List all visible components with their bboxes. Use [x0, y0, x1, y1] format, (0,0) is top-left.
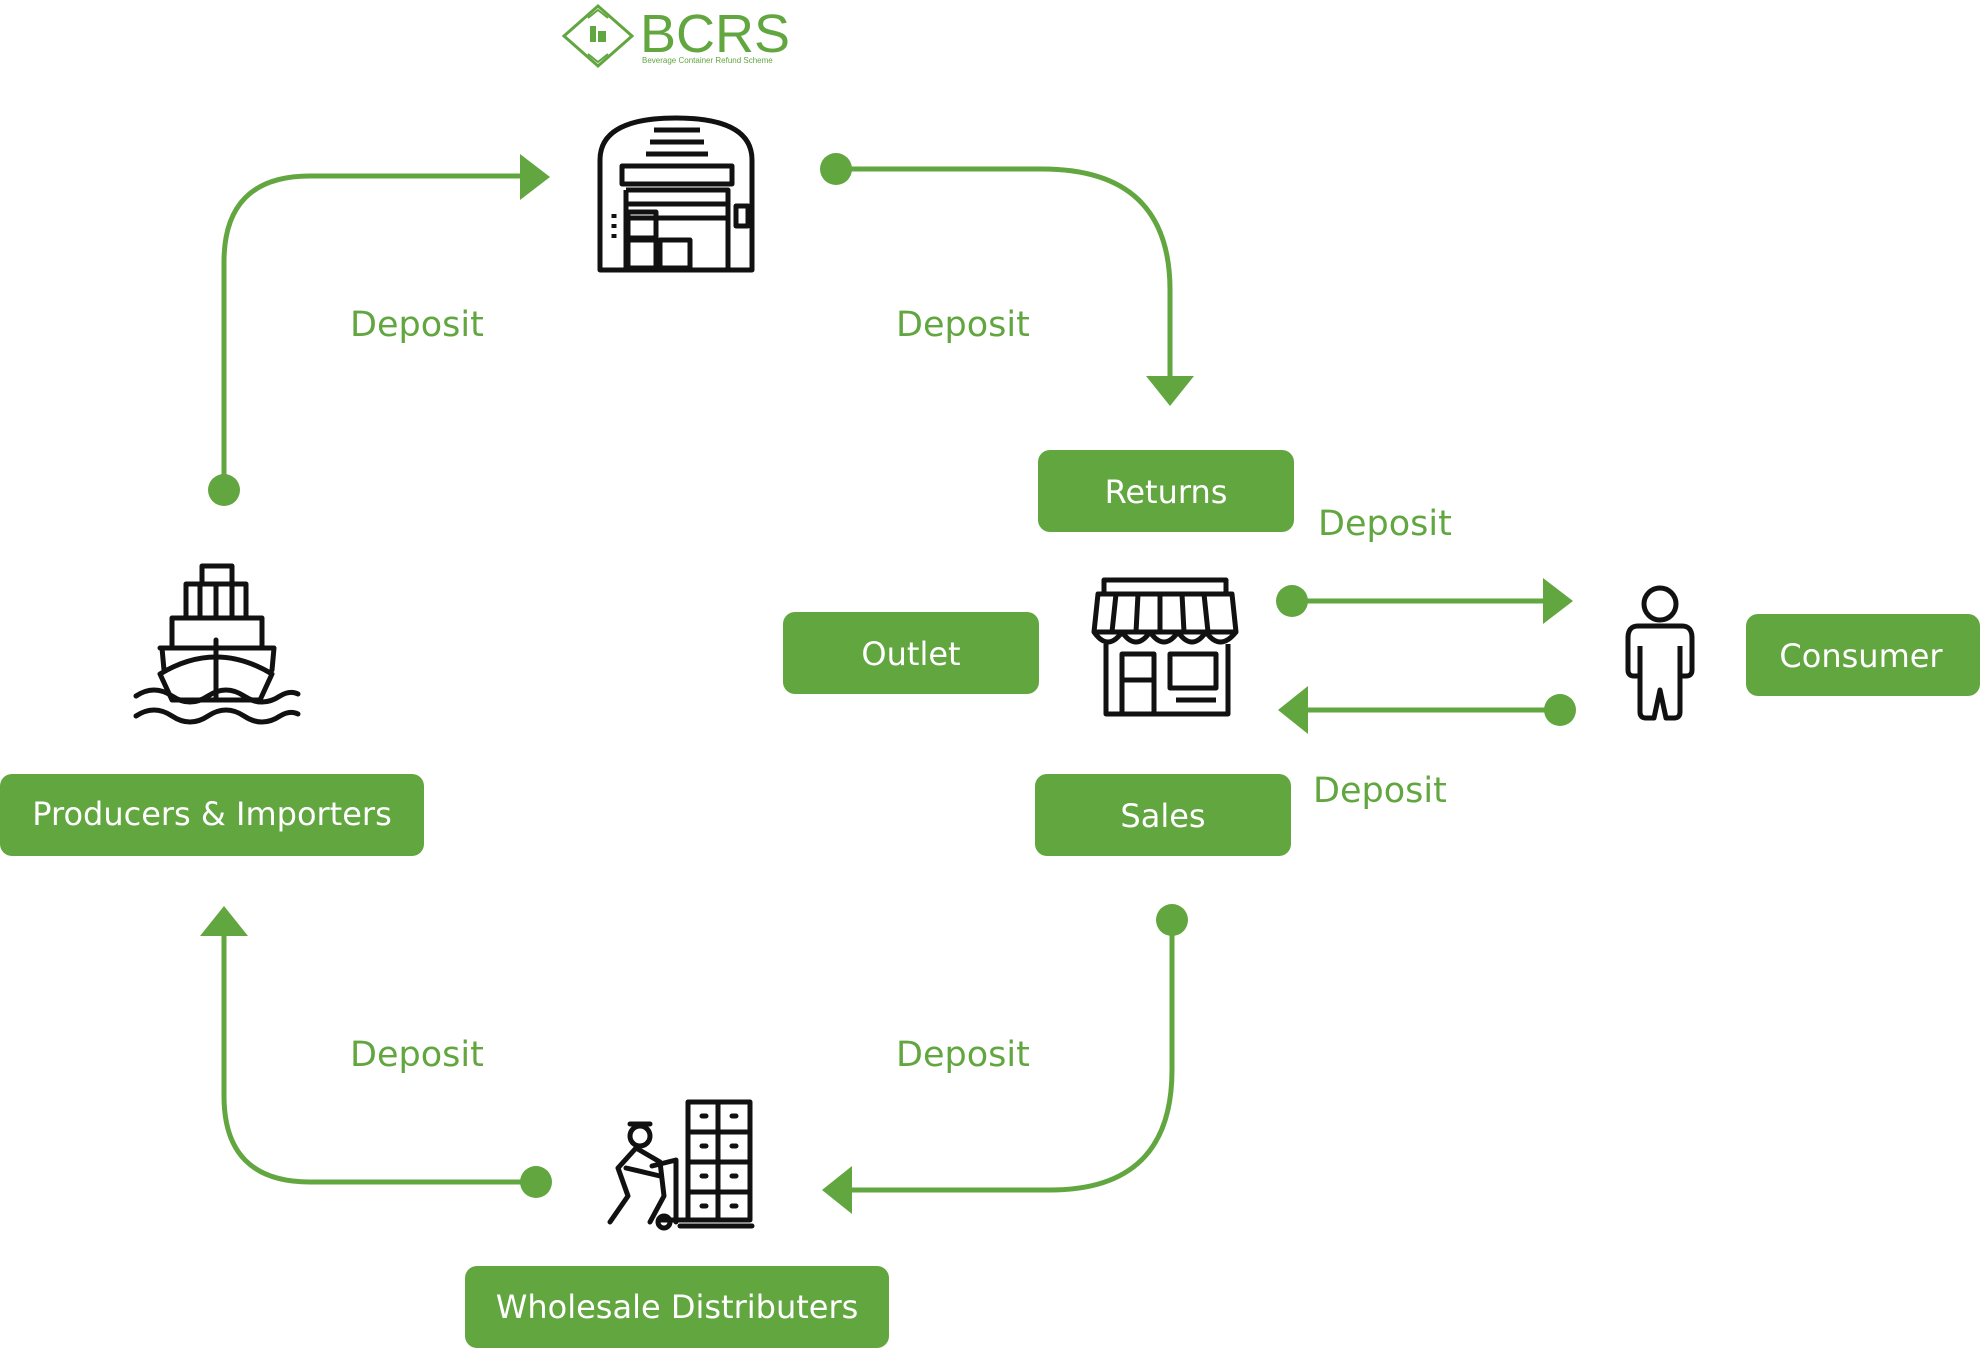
- node-sales-label: Sales: [1035, 774, 1291, 856]
- edge-label-consumer-store: Deposit: [1313, 771, 1447, 811]
- node-outlet-label: Outlet: [783, 612, 1039, 694]
- consumer-label-text: Consumer: [1779, 637, 1943, 675]
- node-producers-label: Producers & Importers: [0, 774, 424, 856]
- edge-label-store-wholesale: Deposit: [896, 1035, 1030, 1075]
- producers-label-text: Producers & Importers: [32, 795, 391, 833]
- logo-diamond-icon: [561, 3, 635, 69]
- wholesale-label-text: Wholesale Distributers: [496, 1288, 859, 1326]
- arrow-head-up: [200, 906, 248, 936]
- arrow-sales-to-wholesale: [837, 917, 1175, 1193]
- arrow-head-left: [822, 1166, 852, 1214]
- arrow-head-right: [520, 154, 550, 200]
- edge-label-warehouse-store: Deposit: [896, 305, 1030, 345]
- flow-dot: [520, 1166, 552, 1198]
- sales-label-text: Sales: [1120, 797, 1205, 835]
- arrow-head-down: [1146, 376, 1194, 406]
- logo-tagline: Beverage Container Refund Scheme: [642, 56, 773, 65]
- edge-label-producers-warehouse: Deposit: [350, 305, 484, 345]
- edge-label-store-consumer: Deposit: [1318, 504, 1452, 544]
- cargo-ship-icon: [133, 563, 301, 725]
- arrow-warehouse-to-returns: [833, 166, 1173, 385]
- node-returns-label: Returns: [1038, 450, 1294, 532]
- outlet-label-text: Outlet: [861, 635, 960, 673]
- returns-label-text: Returns: [1105, 473, 1228, 511]
- arrow-head-right: [1543, 578, 1573, 624]
- flow-dot: [820, 153, 852, 185]
- arrow-producers-to-warehouse: [221, 173, 525, 493]
- person-icon: [1625, 585, 1695, 721]
- node-consumer-label: Consumer: [1746, 614, 1980, 696]
- flow-dot: [208, 474, 240, 506]
- arrow-wholesale-to-producers: [221, 927, 539, 1185]
- flow-dot: [1156, 904, 1188, 936]
- flow-dot: [1276, 585, 1308, 617]
- logo-name: BCRS: [640, 4, 790, 64]
- storefront-icon: [1091, 577, 1239, 717]
- node-wholesale-label: Wholesale Distributers: [465, 1266, 889, 1348]
- pallet-worker-icon: [607, 1099, 755, 1231]
- warehouse-icon: [597, 115, 755, 273]
- arrow-head-left: [1278, 686, 1308, 734]
- bcrs-logo: BCRS Beverage Container Refund Scheme: [561, 3, 790, 69]
- flow-dot: [1544, 694, 1576, 726]
- edge-label-wholesale-producers: Deposit: [350, 1035, 484, 1075]
